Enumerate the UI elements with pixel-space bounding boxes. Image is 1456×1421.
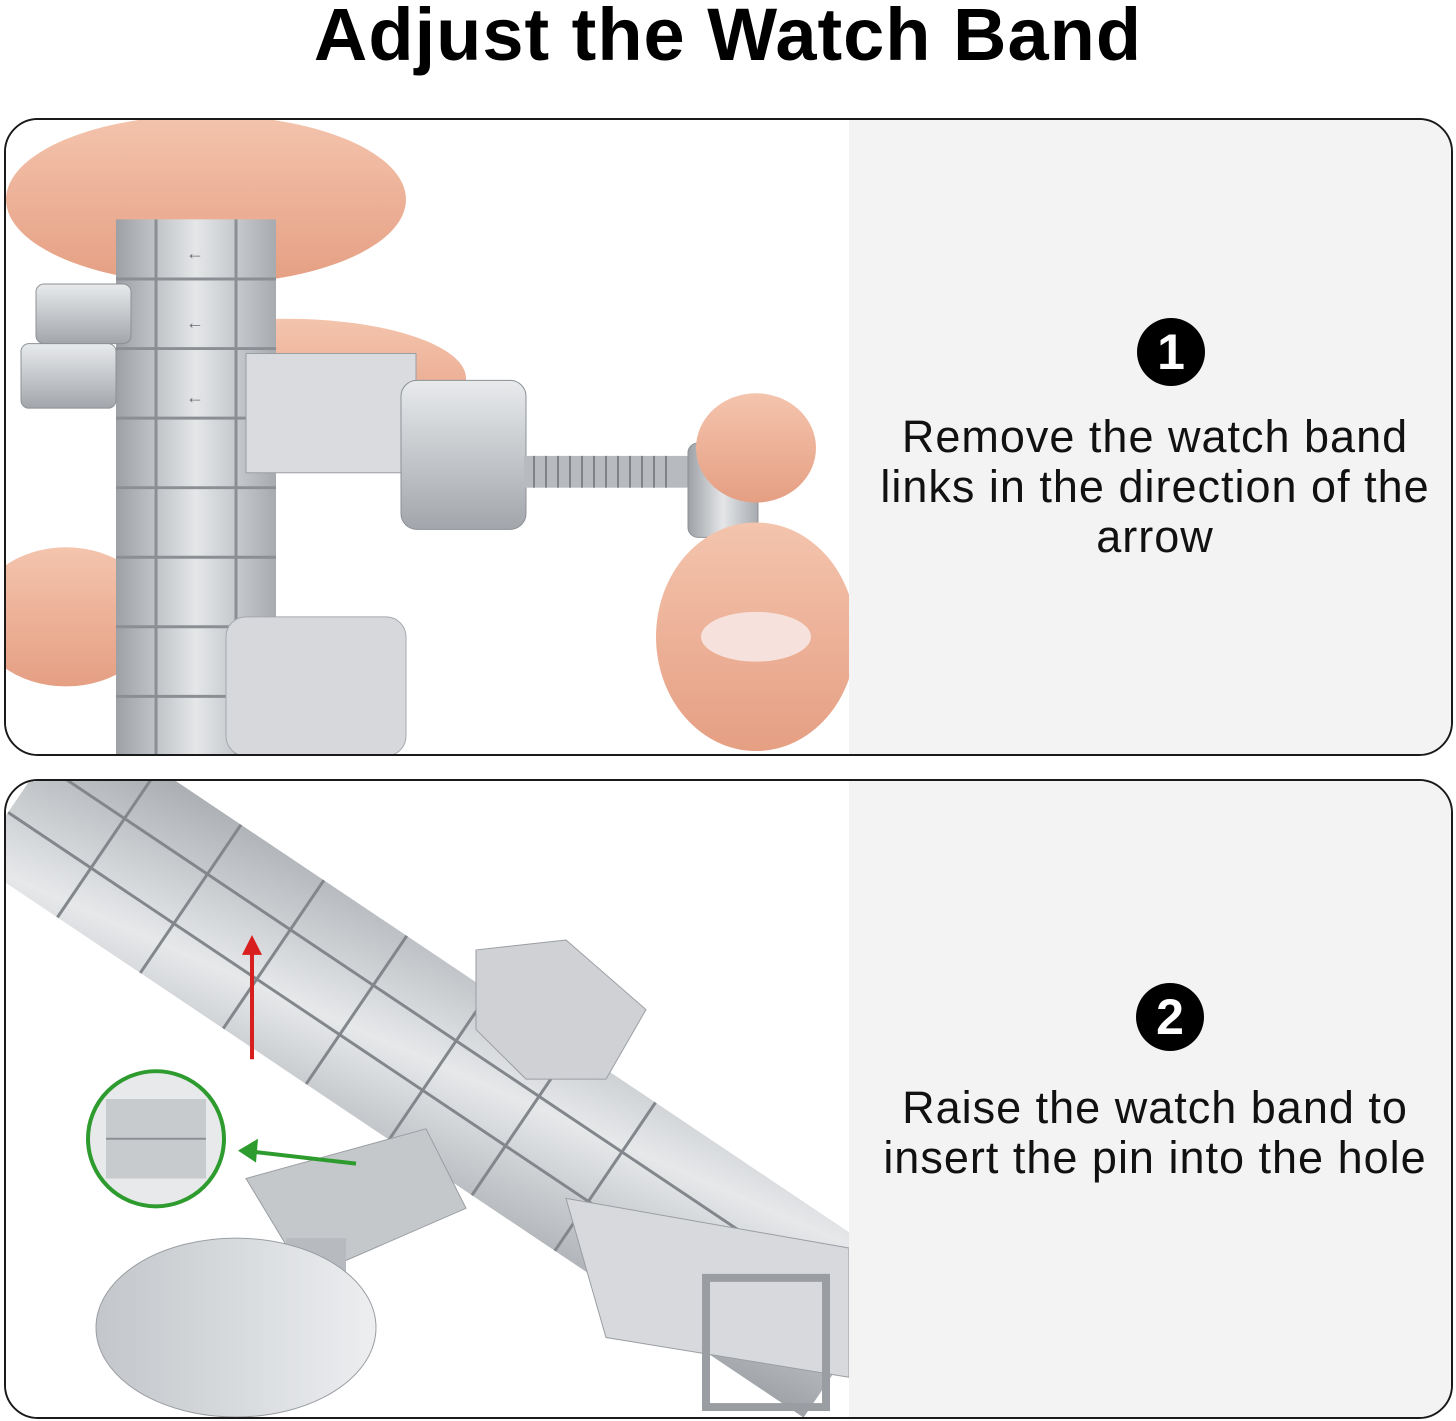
step-2-text-area: 2 Raise the watch band to insert the pin… xyxy=(849,781,1451,1417)
watch-band-link-removal-photo: ← ← ← xyxy=(6,120,849,754)
step-1-text-area: 1 Remove the watch band links in the dir… xyxy=(849,120,1451,754)
step-2-number-badge: 2 xyxy=(1136,983,1204,1051)
svg-text:←: ← xyxy=(186,243,204,263)
step-1-panel: ← ← ← xyxy=(4,118,1453,756)
step-2-description: Raise the watch band to insert the pin i… xyxy=(883,1082,1427,1183)
svg-text:←: ← xyxy=(186,387,204,407)
page-title: Adjust the Watch Band xyxy=(313,0,1143,76)
step-1-description: Remove the watch band links in the direc… xyxy=(880,411,1430,562)
step-1-number-badge: 1 xyxy=(1137,318,1205,386)
svg-text:←: ← xyxy=(186,313,204,333)
step-2-panel: 2 Raise the watch band to insert the pin… xyxy=(4,779,1453,1419)
watch-band-pin-insertion-photo xyxy=(6,781,849,1417)
